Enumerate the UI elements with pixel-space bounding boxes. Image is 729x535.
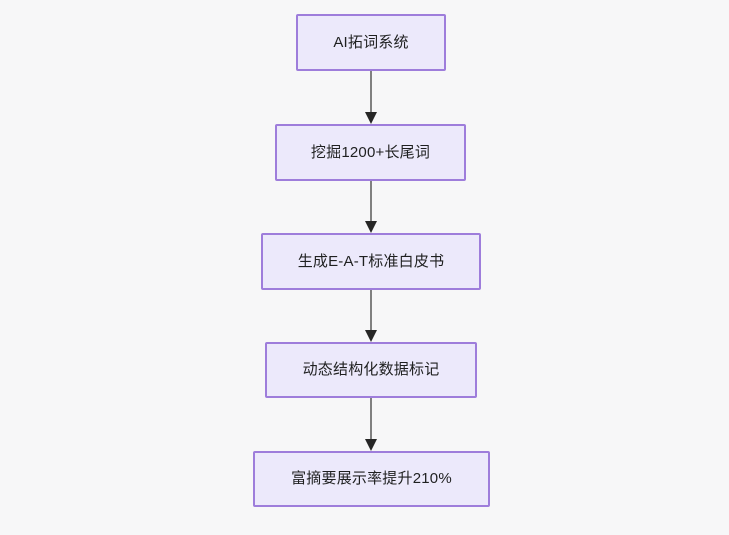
arrowhead-icon (365, 112, 377, 124)
edge-n1-to-n2 (360, 68, 382, 128)
flowchart-node-dynamic-structured-data-markup[interactable]: 动态结构化数据标记 (265, 342, 477, 398)
edge-n4-to-n5 (360, 395, 382, 455)
flowchart-node-rich-snippet-rate-increase[interactable]: 富摘要展示率提升210% (253, 451, 490, 507)
flowchart-node-label: AI拓词系统 (333, 33, 409, 51)
arrowhead-icon (365, 330, 377, 342)
flowchart-node-label: 富摘要展示率提升210% (291, 470, 452, 487)
flowchart-node-label: 挖掘1200+长尾词 (310, 143, 431, 161)
flowchart-node-label: 动态结构化数据标记 (302, 361, 440, 378)
flowchart-node-generate-eat-whitepaper[interactable]: 生成E-A-T标准白皮书 (261, 233, 481, 290)
flowchart-node-ai-keyword-system[interactable]: AI拓词系统 (296, 14, 446, 71)
flowchart-node-mine-longtail-keywords[interactable]: 挖掘1200+长尾词 (275, 124, 466, 181)
arrowhead-icon (365, 221, 377, 233)
edge-n2-to-n3 (360, 178, 382, 238)
flowchart-node-label: 生成E-A-T标准白皮书 (297, 252, 445, 270)
edge-n3-to-n4 (360, 287, 382, 347)
arrowhead-icon (365, 439, 377, 451)
